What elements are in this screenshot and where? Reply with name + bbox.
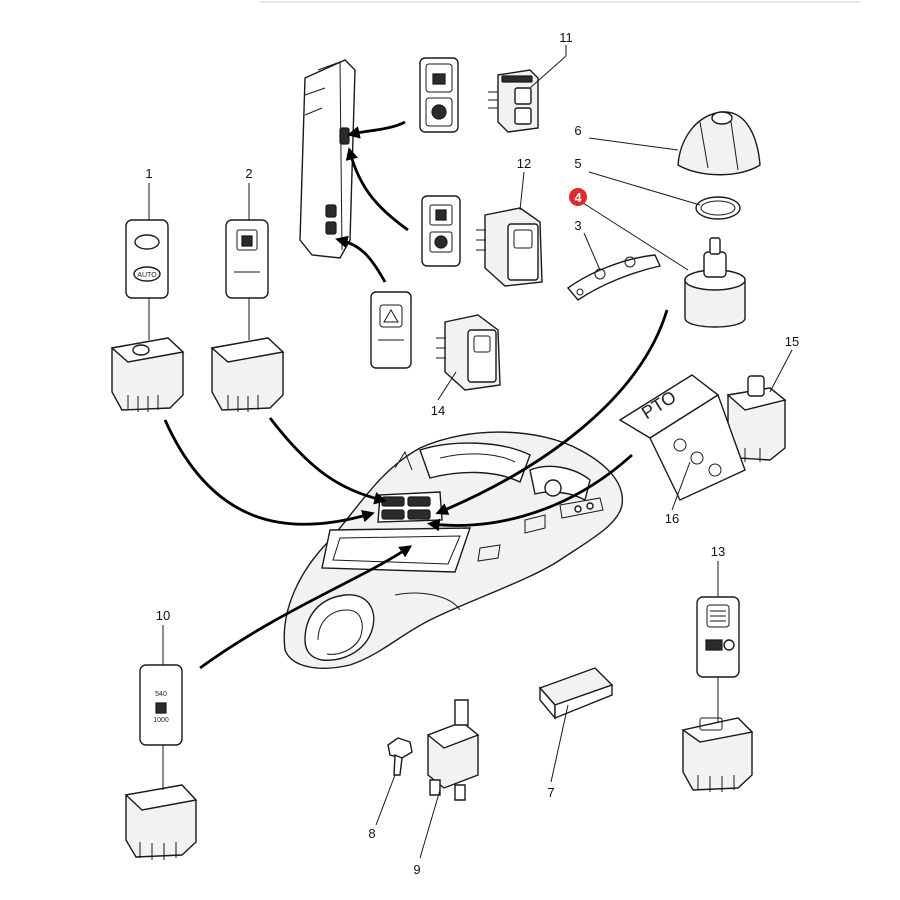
part-7-cover bbox=[538, 667, 614, 720]
callout-1[interactable]: 1 bbox=[145, 166, 152, 181]
part-11-switch bbox=[419, 57, 539, 133]
callout-13[interactable]: 13 bbox=[711, 544, 725, 559]
leader-lines bbox=[148, 45, 793, 859]
pto-speed-icon bbox=[155, 702, 167, 714]
lamp-icon bbox=[241, 235, 253, 247]
callout-3[interactable]: 3 bbox=[574, 218, 581, 233]
callout-11[interactable]: 11 bbox=[559, 30, 573, 45]
callout-4[interactable]: 4 bbox=[574, 190, 582, 205]
part-13-switch bbox=[681, 596, 754, 792]
tractor-circle-icon bbox=[431, 104, 447, 120]
callout-6[interactable]: 6 bbox=[574, 123, 581, 138]
part-12-switch bbox=[421, 195, 543, 287]
switch-faceplate-13 bbox=[696, 596, 740, 678]
callout-14[interactable]: 14 bbox=[431, 403, 445, 418]
callout-10[interactable]: 10 bbox=[156, 608, 170, 623]
cover-plate bbox=[566, 254, 661, 301]
pto-shaft-icon bbox=[705, 639, 723, 651]
part-10-switch: 540 1000 bbox=[124, 664, 198, 860]
callout-4-badge[interactable] bbox=[569, 188, 587, 206]
part-15-switch bbox=[726, 375, 787, 462]
side-panel bbox=[299, 59, 356, 259]
switch-faceplate-1 bbox=[125, 219, 169, 299]
callout-16[interactable]: 16 bbox=[665, 511, 679, 526]
callout-labels: 1 2 3 4 5 6 7 8 9 10 11 12 13 14 15 16 bbox=[145, 30, 799, 877]
tractor-icon bbox=[432, 73, 446, 85]
callout-12[interactable]: 12 bbox=[517, 156, 531, 171]
part-8-bolt bbox=[387, 737, 413, 776]
callout-7[interactable]: 7 bbox=[547, 785, 554, 800]
console-switch-slot-1 bbox=[381, 496, 405, 507]
wiper-icon bbox=[134, 234, 160, 250]
console-switch-slot-3 bbox=[381, 509, 405, 520]
part-9-relay bbox=[426, 699, 480, 801]
switch-faceplate-14 bbox=[370, 291, 412, 369]
switch-faceplate-2 bbox=[225, 219, 269, 299]
callout-9[interactable]: 9 bbox=[413, 862, 420, 877]
console-body bbox=[283, 431, 624, 669]
part-4-rotary-switch bbox=[684, 237, 746, 328]
implement-circle-icon bbox=[434, 235, 448, 249]
console-switch-slot-4 bbox=[407, 509, 431, 520]
auto-label: AUTO bbox=[137, 272, 157, 279]
console-switch-slot-2 bbox=[407, 496, 431, 507]
switch-faceplate-12 bbox=[421, 195, 461, 267]
part-14-switch bbox=[370, 291, 501, 391]
part-6-knob bbox=[677, 111, 761, 176]
assembly-arrows bbox=[163, 120, 669, 670]
implement-icon bbox=[435, 209, 447, 221]
callout-15[interactable]: 15 bbox=[785, 334, 799, 349]
part-5-ring bbox=[695, 196, 741, 220]
speed-540-label: 540 bbox=[155, 691, 167, 698]
switch-faceplate-11 bbox=[419, 57, 459, 133]
callout-8[interactable]: 8 bbox=[368, 826, 375, 841]
beacon-icon bbox=[383, 309, 399, 323]
callout-2[interactable]: 2 bbox=[245, 166, 252, 181]
callout-5[interactable]: 5 bbox=[574, 156, 581, 171]
part-2-switch bbox=[210, 219, 285, 412]
part-1-switch: AUTO bbox=[110, 219, 185, 412]
speed-1000-label: 1000 bbox=[153, 717, 169, 724]
part-3-cover-plate bbox=[566, 254, 661, 301]
